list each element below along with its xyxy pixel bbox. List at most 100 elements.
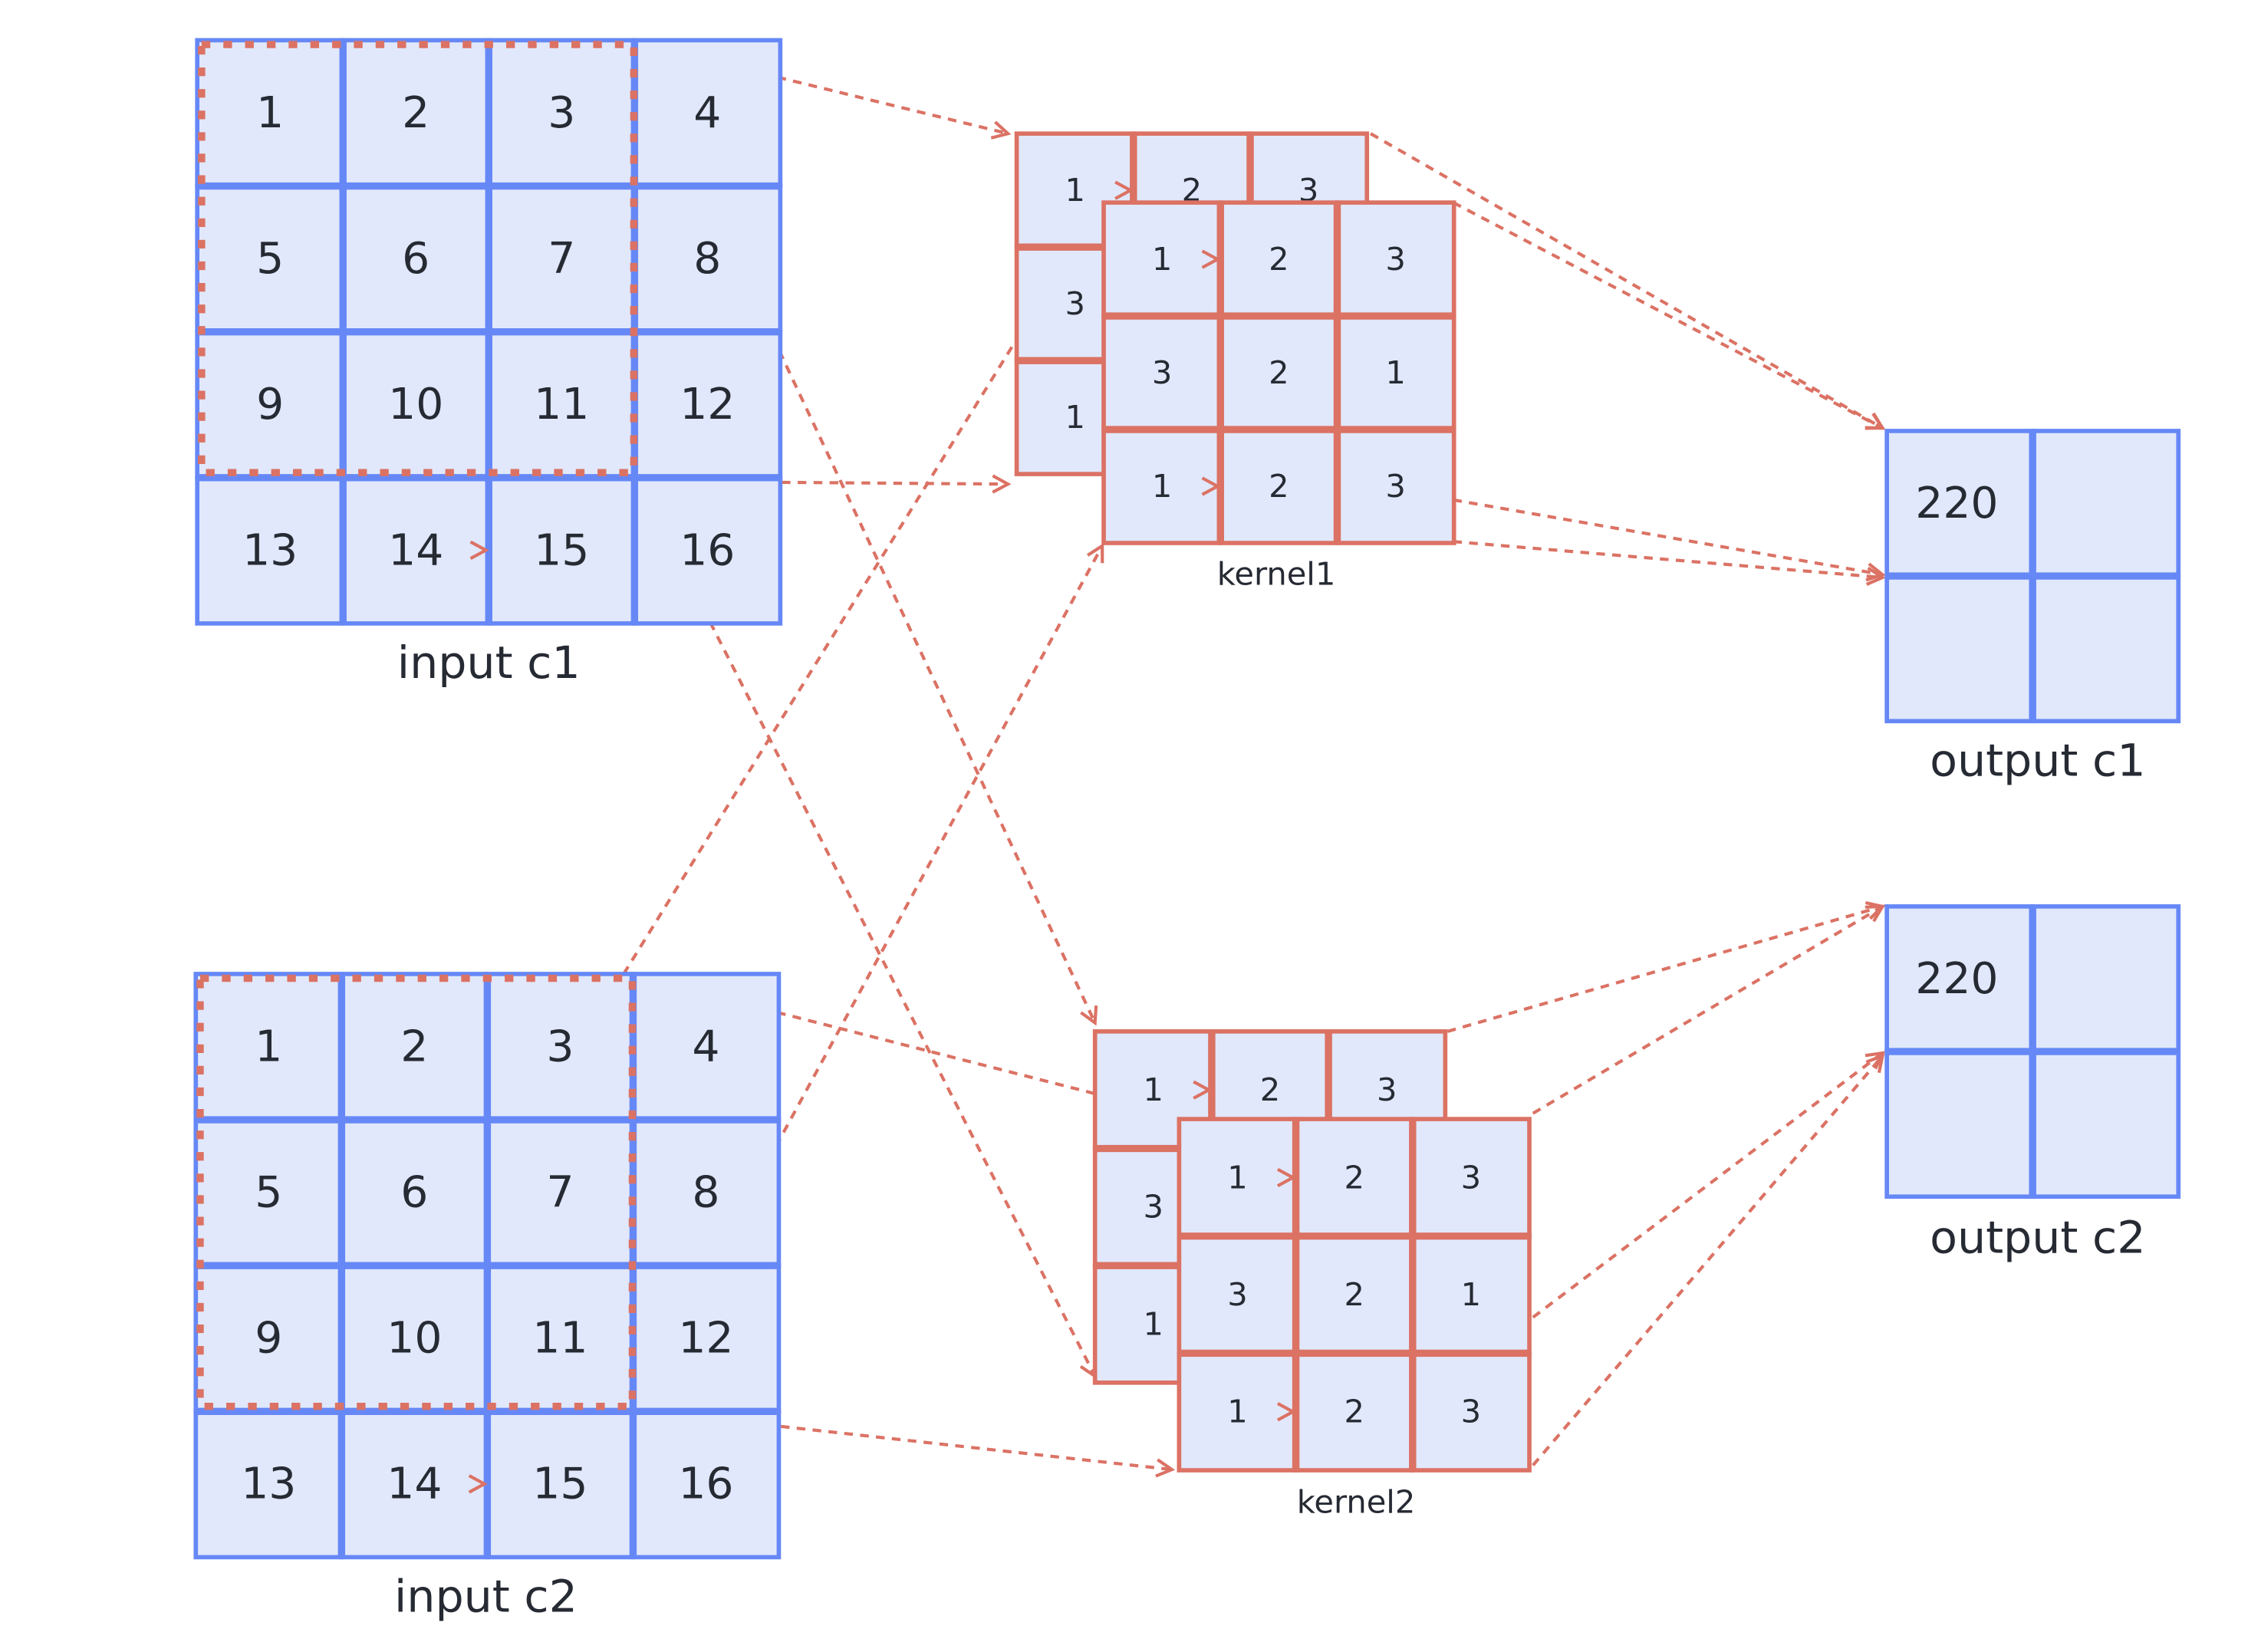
step-arrow-icon	[1276, 1167, 1297, 1188]
cell-value: 3	[1461, 1160, 1481, 1196]
grid-cell	[1884, 574, 2036, 724]
cell-value: 3	[1385, 468, 1405, 505]
cell-value: 8	[692, 1168, 719, 1218]
arrowhead-icon	[992, 474, 1012, 494]
cell-value: 1	[1065, 172, 1085, 209]
input-c2-label: input c2	[394, 1571, 578, 1623]
cell-value: 220	[1915, 954, 1998, 1004]
grid-cell	[1410, 1233, 1532, 1356]
cell-value: 9	[256, 380, 284, 429]
cell-value: 7	[546, 1168, 574, 1218]
step-arrow-icon	[468, 1474, 488, 1494]
kernel1-label: kernel1	[1217, 556, 1336, 593]
arrowhead-icon	[1865, 566, 1886, 586]
cell-value: 11	[532, 1314, 588, 1364]
cell-value: 5	[256, 234, 284, 284]
output-c1-label: output c1	[1930, 735, 2145, 787]
cell-value: 1	[1152, 468, 1172, 505]
cell-value: 1	[1144, 1071, 1163, 1108]
cell-value: 2	[1344, 1394, 1364, 1430]
arrow-k2-front-to-out2	[1532, 905, 1884, 1115]
arrow-k1-to-out1-mid2	[1453, 540, 1883, 580]
grid-cell	[485, 1409, 636, 1560]
cell-value: 3	[1144, 1189, 1163, 1226]
cell-value: 3	[1377, 1071, 1397, 1108]
cell-value: 16	[680, 525, 735, 575]
arrowhead-icon	[1086, 542, 1104, 564]
cell-value: 3	[1152, 354, 1172, 391]
arrowhead-icon	[1080, 1005, 1098, 1026]
grid-cell	[486, 475, 637, 626]
arrow-k2-to-out2-mid2	[1532, 1055, 1884, 1466]
arrow-c2-to-k2-front	[637, 975, 1173, 1115]
grid-cell	[2030, 429, 2181, 578]
cell-value: 2	[1260, 1071, 1280, 1108]
arrow-k1-front-to-out1	[1452, 201, 1884, 429]
cell-value: 9	[255, 1314, 282, 1364]
grid-cell	[1101, 200, 1223, 318]
cell-value: 2	[1344, 1160, 1364, 1196]
cell-value: 11	[534, 380, 589, 429]
cell-value: 8	[693, 234, 721, 284]
grid-cell	[1410, 1351, 1532, 1473]
step-arrow-icon	[469, 540, 489, 560]
grid-cell	[193, 1263, 344, 1414]
cell-value: 3	[548, 88, 575, 138]
output-c2-label: output c2	[1930, 1212, 2145, 1264]
cell-value: 3	[546, 1022, 574, 1072]
arrowhead-icon	[1865, 562, 1886, 582]
cell-value: 14	[387, 1459, 442, 1509]
grid-cell	[1177, 1233, 1298, 1356]
grid-cell	[485, 1117, 636, 1268]
cell-value: 2	[1269, 354, 1289, 391]
cell-value: 15	[534, 525, 589, 575]
cell-value: 1	[1461, 1276, 1481, 1313]
cell-value: 6	[402, 234, 430, 284]
cell-value: 16	[678, 1459, 733, 1509]
cell-value: 3	[1065, 285, 1085, 322]
grid-cell	[2030, 574, 2181, 724]
step-arrow-icon	[1114, 180, 1134, 200]
arrowhead-icon	[1865, 1053, 1885, 1074]
arrow-k1-back-to-out1	[1369, 132, 1884, 429]
grid-cell	[630, 1409, 782, 1560]
grid-cell	[2030, 904, 2181, 1054]
cell-value: 2	[402, 88, 430, 138]
step-arrow-icon	[1201, 476, 1221, 496]
cell-value: 15	[532, 1459, 588, 1509]
cell-value: 1	[1065, 399, 1085, 436]
arrow-c1-to-k1-back-bottom	[638, 479, 1009, 486]
cell-value: 2	[1269, 241, 1289, 278]
step-arrow-icon	[1201, 249, 1221, 269]
arrowhead-icon	[1865, 413, 1886, 430]
grid-cell	[195, 38, 346, 189]
grid-cell	[1884, 1049, 2036, 1200]
arrowhead-icon	[1155, 1458, 1176, 1478]
grid-cell	[193, 1409, 344, 1560]
cell-value: 220	[1915, 479, 1998, 528]
cell-value: 2	[1269, 468, 1289, 505]
labels: input c1 input c2 kernel1 kernel2 output…	[394, 556, 2146, 1623]
cell-value: 5	[255, 1168, 282, 1218]
cell-value: 1	[1227, 1160, 1247, 1196]
kernel2-label: kernel2	[1297, 1483, 1416, 1520]
cell-value: 2	[1344, 1276, 1364, 1313]
cell-value: 7	[548, 234, 575, 284]
grid-cell	[1293, 1351, 1415, 1473]
output-c1-grid: 220	[1884, 429, 2181, 724]
grid-cell	[1335, 200, 1456, 318]
cell-value: 4	[692, 1022, 719, 1072]
arrowhead-icon	[1865, 904, 1886, 923]
step-arrow-icon	[1193, 1080, 1213, 1100]
cell-value: 3	[1461, 1394, 1481, 1430]
cell-value: 1	[256, 88, 284, 138]
cell-value: 14	[388, 525, 443, 575]
arrow-k1-to-out1-mid	[1453, 498, 1883, 577]
grid-cell	[2030, 1049, 2181, 1200]
